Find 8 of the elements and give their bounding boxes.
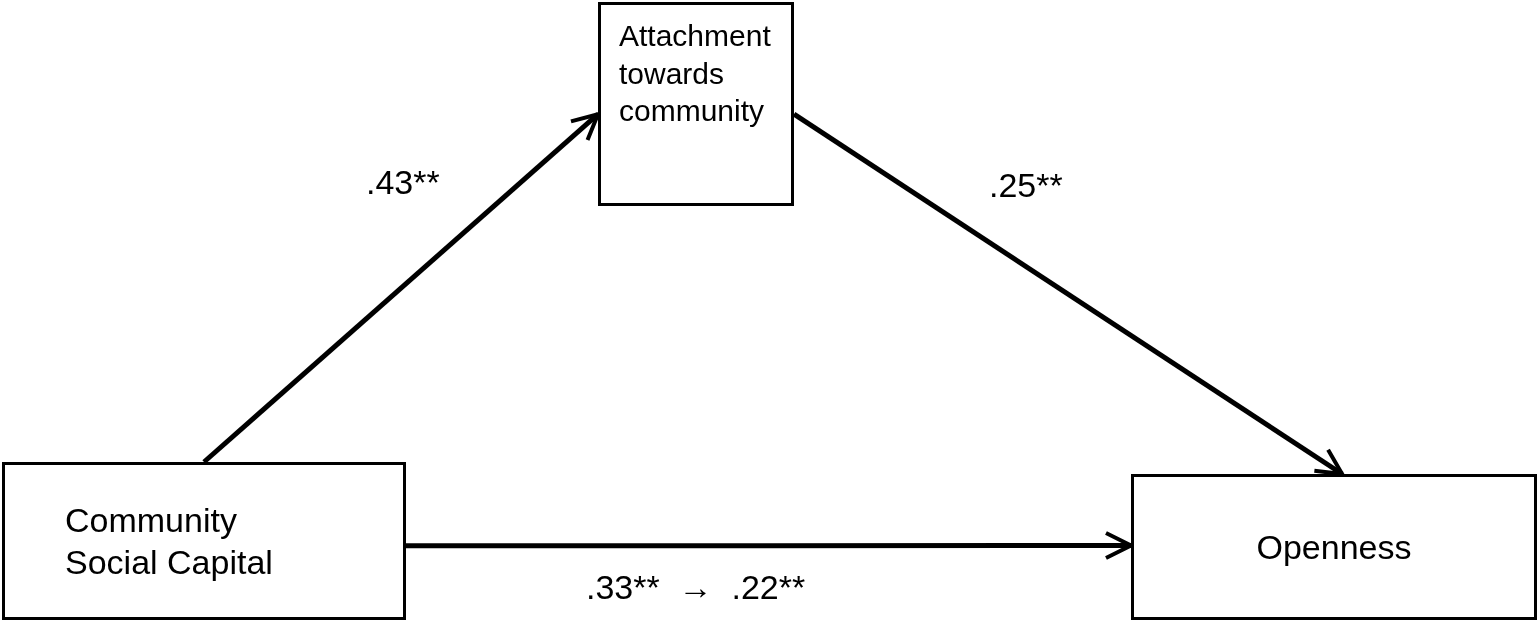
arrow xyxy=(202,112,600,464)
arrow xyxy=(406,531,1133,561)
box-label: Openness xyxy=(1256,526,1412,568)
variable-box xyxy=(2,462,406,620)
variable-box xyxy=(1131,474,1537,620)
box-label: Community Social Capital xyxy=(65,499,274,583)
box-label: Attachment towards community xyxy=(619,18,772,129)
variable-box xyxy=(598,2,794,206)
